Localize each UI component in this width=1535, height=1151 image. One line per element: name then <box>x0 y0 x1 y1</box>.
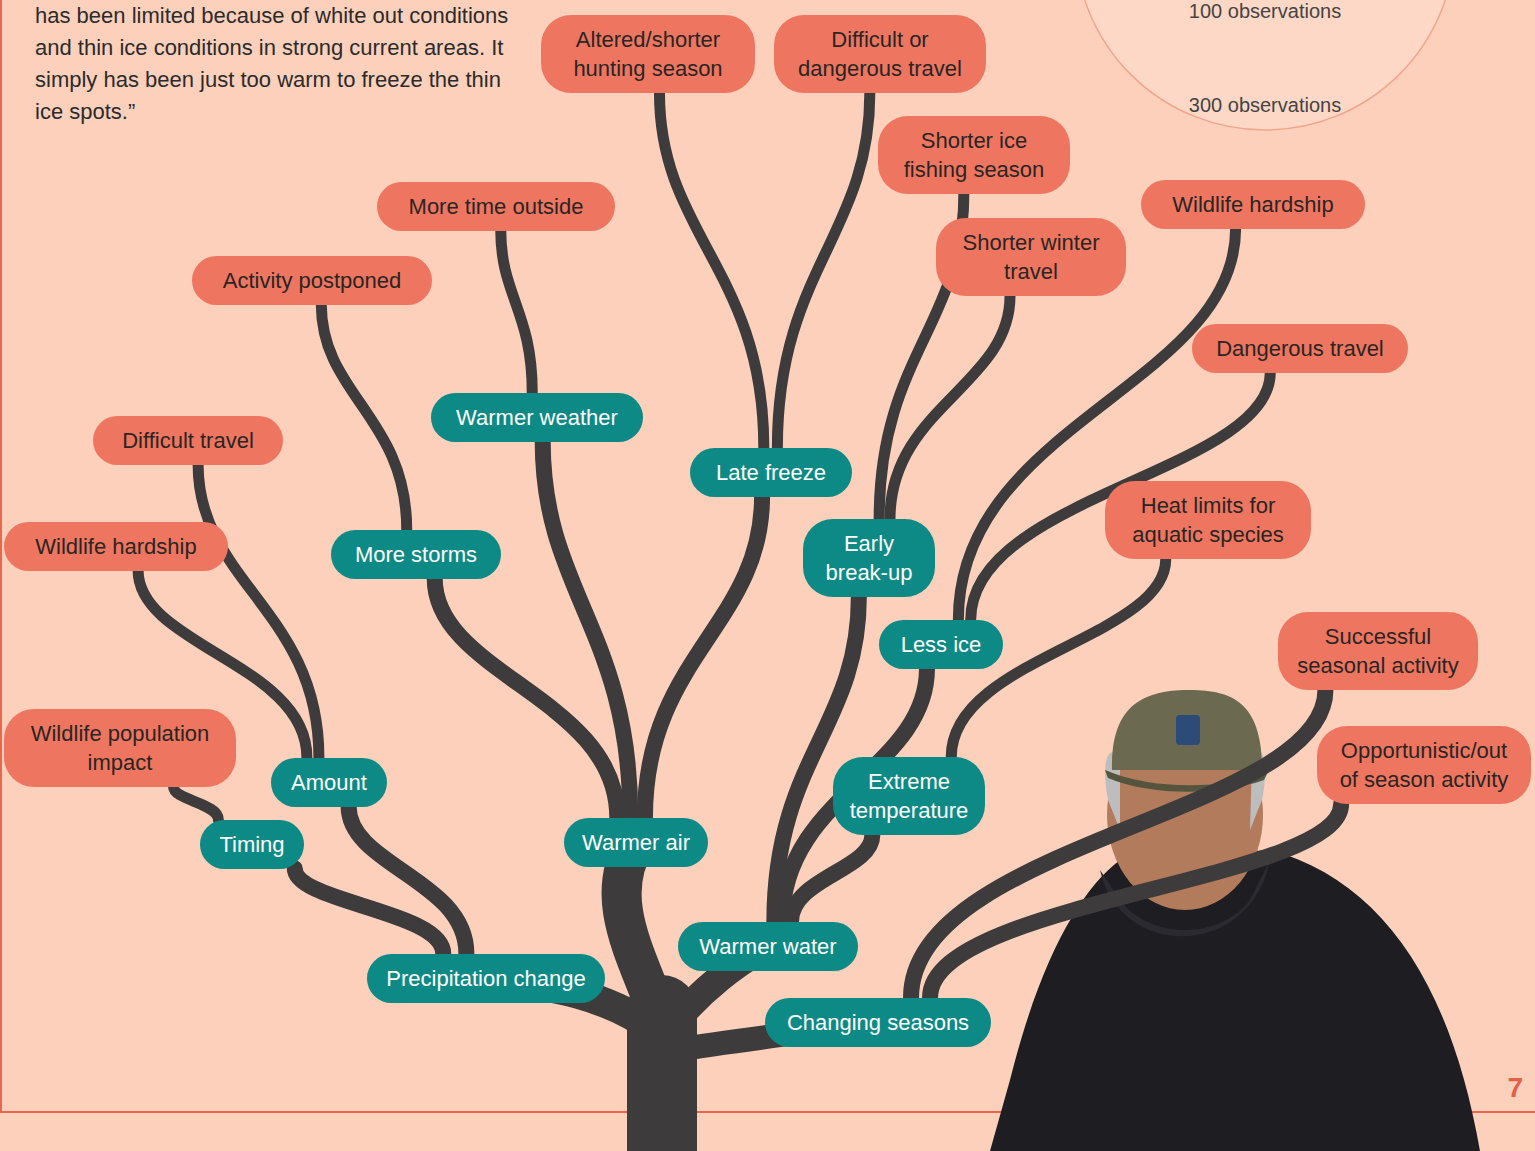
cause-pill: Late freeze <box>690 448 852 497</box>
cause-pill: Early break-up <box>803 519 935 597</box>
node-text: Heat limits for aquatic species <box>1117 491 1299 549</box>
tree-branch <box>791 835 872 922</box>
page-number: 7 <box>1507 1072 1523 1104</box>
cause-pill: Warmer weather <box>431 393 643 442</box>
node-text: Precipitation change <box>379 964 593 993</box>
quote-text: has been limited because of white out co… <box>35 0 520 128</box>
cause-pill: Extreme temperature <box>833 757 985 835</box>
node-text: Less ice <box>891 630 991 659</box>
cause-pill: Amount <box>271 758 387 807</box>
cause-pill: More storms <box>331 530 501 579</box>
node-text: Difficult or dangerous travel <box>786 25 974 83</box>
node-text: Activity postponed <box>204 266 420 295</box>
size-legend-circle <box>1075 0 1455 130</box>
tree-branch <box>890 296 1010 519</box>
node-text: Warmer weather <box>443 403 631 432</box>
tree-branch <box>659 93 763 448</box>
trunk-branch <box>622 842 660 1020</box>
legend-text: 100 observations <box>1115 0 1415 23</box>
node-text: Warmer air <box>576 828 696 857</box>
node-text: Opportunistic/out of season activity <box>1329 736 1519 794</box>
cause-pill: Warmer air <box>564 818 708 867</box>
tree-branch <box>543 442 631 818</box>
impact-pill: Opportunistic/out of season activity <box>1317 726 1531 804</box>
tree-branch <box>321 305 406 530</box>
node-text: Warmer water <box>690 932 846 961</box>
frame-line <box>0 0 2 1112</box>
impact-pill: Difficult or dangerous travel <box>774 15 986 93</box>
impact-pill: Difficult travel <box>93 416 283 465</box>
node-text: Early break-up <box>815 529 923 587</box>
node-text: Successful seasonal activity <box>1290 622 1466 680</box>
tree-branch <box>777 93 869 448</box>
jacket <box>990 850 1480 1151</box>
node-text: Wildlife hardship <box>16 532 216 561</box>
impact-pill: Activity postponed <box>192 256 432 305</box>
impact-pill: Successful seasonal activity <box>1278 612 1478 690</box>
impact-pill: Wildlife population impact <box>4 709 236 787</box>
impact-pill: Wildlife hardship <box>1141 180 1365 229</box>
node-text: Dangerous travel <box>1204 334 1396 363</box>
node-text: Timing <box>212 830 292 859</box>
node-text: Wildlife population impact <box>16 719 224 777</box>
node-text: Changing seasons <box>777 1008 979 1037</box>
impact-pill: Wildlife hardship <box>4 522 228 571</box>
tree-branch <box>174 787 219 820</box>
impact-pill: More time outside <box>377 182 615 231</box>
impact-pill: Shorter winter travel <box>936 218 1126 296</box>
cause-pill: Less ice <box>879 620 1003 669</box>
tree-branch <box>501 231 532 393</box>
tree-branch <box>930 804 1341 998</box>
node-text: Shorter winter travel <box>948 228 1114 286</box>
cause-pill: Warmer water <box>678 922 858 971</box>
node-text: Extreme temperature <box>845 767 973 825</box>
tree-branch <box>645 497 762 818</box>
cause-pill: Timing <box>200 820 304 869</box>
node-text: More storms <box>343 540 489 569</box>
cause-pill: Precipitation change <box>367 954 605 1003</box>
impact-pill: Shorter ice fishing season <box>878 116 1070 194</box>
node-text: Difficult travel <box>105 426 271 455</box>
legend-text: 300 observations <box>1115 94 1415 117</box>
cap <box>1112 690 1262 770</box>
node-text: Shorter ice fishing season <box>890 126 1058 184</box>
impact-pill: Dangerous travel <box>1192 324 1408 373</box>
node-text: Amount <box>283 768 375 797</box>
impact-pill: Heat limits for aquatic species <box>1105 481 1311 559</box>
node-text: Wildlife hardship <box>1153 190 1353 219</box>
node-text: Altered/shorter hunting season <box>553 25 743 83</box>
node-text: More time outside <box>389 192 603 221</box>
impact-pill: Altered/shorter hunting season <box>541 15 755 93</box>
node-text: Late freeze <box>702 458 840 487</box>
tree-branch <box>349 807 467 954</box>
cap-badge <box>1176 715 1200 745</box>
cause-pill: Changing seasons <box>765 998 991 1047</box>
